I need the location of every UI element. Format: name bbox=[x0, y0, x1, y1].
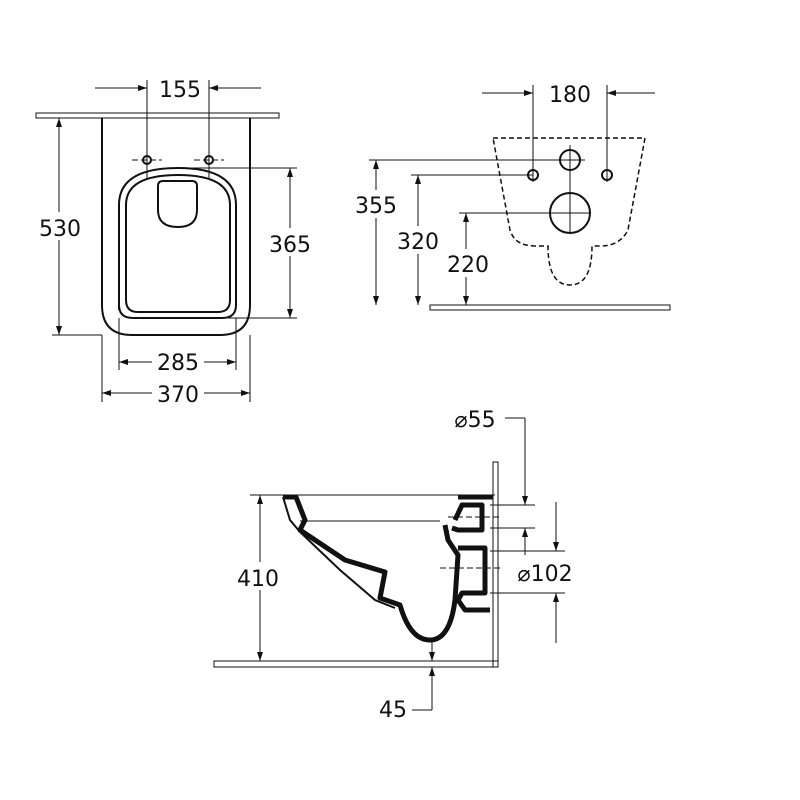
rear-view: 180 355 320 220 bbox=[350, 83, 671, 311]
dim-width: 370 bbox=[157, 383, 199, 408]
top-view: 155 530 365 285 370 bbox=[34, 78, 316, 408]
dim-rear-hole-spacing: 180 bbox=[549, 83, 591, 108]
dim-floor-clearance: 45 bbox=[379, 698, 407, 723]
bowl-outline bbox=[101, 118, 251, 336]
dim-rim-height: 410 bbox=[237, 567, 279, 592]
outlet-spigot bbox=[455, 545, 490, 613]
bowl-profile bbox=[283, 494, 461, 643]
dim-fixing-height: 355 bbox=[355, 194, 397, 219]
inlet-spigot bbox=[451, 494, 493, 533]
wall bbox=[492, 461, 499, 668]
floor bbox=[429, 304, 671, 311]
dim-seat-width: 285 bbox=[157, 351, 199, 376]
lid-hinge-cover bbox=[157, 180, 198, 229]
dim-top-hole-spacing: 155 bbox=[159, 78, 201, 103]
dim-outlet-height: 220 bbox=[447, 253, 489, 278]
side-view: 410 45 ⌀55 ⌀102 bbox=[213, 408, 580, 723]
seat-outer bbox=[118, 166, 237, 319]
dim-inlet-diameter: ⌀55 bbox=[454, 408, 495, 433]
dim-seat-length: 365 bbox=[269, 233, 311, 258]
dim-outlet-diameter: ⌀102 bbox=[517, 562, 572, 587]
dim-inlet-height: 320 bbox=[397, 230, 439, 255]
seat-inner bbox=[125, 173, 231, 313]
rear-outline bbox=[492, 137, 646, 286]
dim-depth: 530 bbox=[39, 217, 81, 242]
floor bbox=[213, 660, 499, 668]
wall-plate bbox=[35, 112, 280, 119]
